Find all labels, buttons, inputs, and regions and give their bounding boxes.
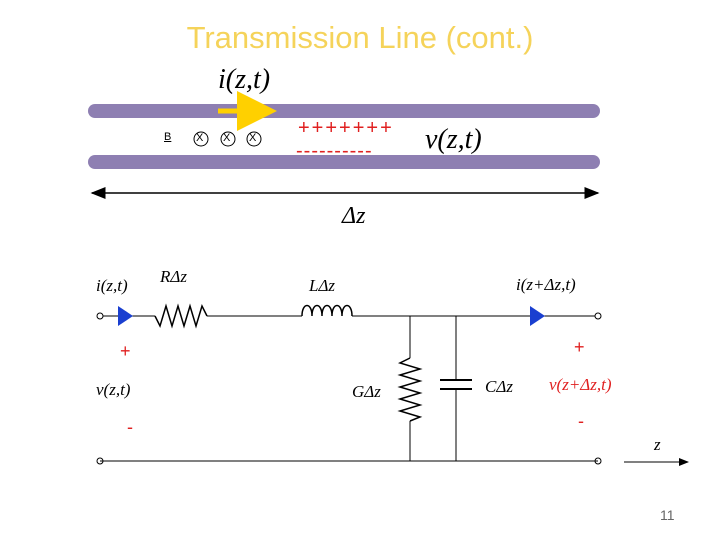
inductance-label: LΔz <box>309 276 336 295</box>
plus-right: + <box>574 337 585 357</box>
output-current-arrowhead <box>530 306 545 326</box>
input-voltage-label: v(z,t) <box>96 380 131 399</box>
resistor-symbol <box>154 303 208 329</box>
terminal-top-left <box>96 312 104 320</box>
minus-right: - <box>578 411 584 431</box>
positive-charges: +++++++ <box>298 117 394 139</box>
plus-left: + <box>120 341 131 361</box>
resistance-label: RΔz <box>160 267 187 286</box>
negative-charges: ---------- <box>296 140 373 162</box>
b-field-label: B <box>164 131 172 143</box>
x-mark: X <box>196 132 204 144</box>
inductor-symbol <box>301 304 353 317</box>
delta-z-label: Δz <box>342 203 366 229</box>
x-mark: X <box>249 132 257 144</box>
input-current-label: i(z,t) <box>96 276 128 295</box>
terminal-top-right <box>594 312 602 320</box>
conductance-resistor-symbol <box>397 357 423 422</box>
page-number: 11 <box>660 507 675 523</box>
output-voltage-label: v(z+Δz,t) <box>549 375 612 394</box>
slide-title: Transmission Line (cont.) <box>186 20 534 55</box>
upper-conductor <box>88 104 600 118</box>
magnetic-field-markers <box>193 131 262 147</box>
current-label: i(z,t) <box>218 64 271 95</box>
capacitance-label: CΔz <box>485 377 513 396</box>
lower-conductor <box>88 155 600 169</box>
voltage-label: v(z,t) <box>425 124 482 155</box>
conductance-label: GΔz <box>352 382 381 401</box>
minus-left: - <box>127 417 133 437</box>
input-current-arrowhead <box>118 306 133 326</box>
x-mark: X <box>223 132 231 144</box>
z-axis-label: z <box>654 435 661 454</box>
output-current-label: i(z+Δz,t) <box>516 275 576 294</box>
